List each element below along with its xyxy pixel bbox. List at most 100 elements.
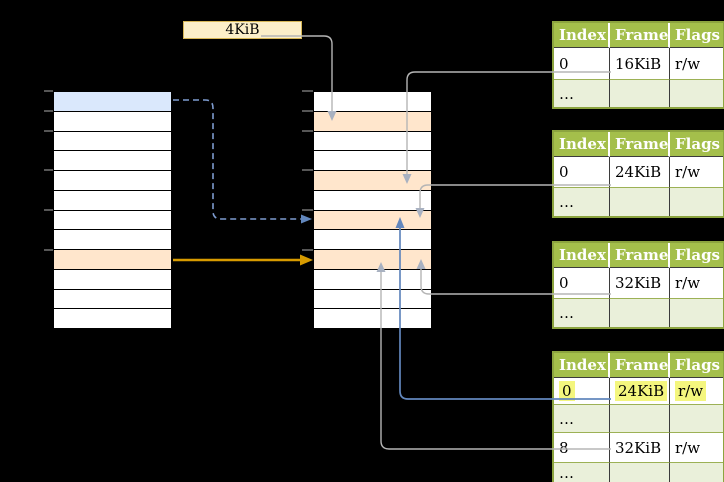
page-table-cell-index: …: [554, 404, 610, 432]
virtual-memory-column: [53, 91, 172, 329]
page-table-row: 8 32KiB r/w: [554, 432, 723, 462]
physical-memory-row: [314, 210, 431, 231]
physical-memory-row: [314, 250, 431, 270]
cell-text: …: [559, 84, 574, 103]
virtual-memory-row: [54, 269, 171, 290]
page-table-row: …: [554, 404, 723, 432]
page-table-cell-flags: r/w: [670, 48, 723, 79]
cell-text: 0: [559, 274, 569, 292]
physical-memory-row: [314, 230, 431, 250]
physical-memory-ticks: [302, 90, 313, 251]
page-table-cell-flags: r/w: [670, 157, 723, 187]
page-table-cell-index: …: [554, 462, 610, 482]
physical-memory-row: [314, 92, 431, 112]
virtual-memory-row: [54, 190, 171, 211]
physical-memory-row: [314, 131, 431, 152]
arrowhead-right-icon: [301, 214, 312, 224]
highlight-mark: 0: [559, 381, 575, 401]
page-table-cell-index: …: [554, 298, 610, 327]
cell-text: 24KiB: [615, 163, 662, 181]
virtual-memory-row: [54, 250, 171, 270]
physical-memory-row: [314, 190, 431, 211]
page-table-cell-flags: r/w: [670, 268, 723, 298]
physical-memory-column: [313, 91, 432, 329]
page-table-row: …: [554, 187, 723, 216]
page-table-cell-frame: 32KiB: [610, 432, 670, 462]
page-table-cell-index: 0: [554, 268, 610, 298]
physical-memory-row: [314, 289, 431, 310]
page-table-header-cell: Index: [554, 23, 610, 48]
page-table-header-cell: Frame: [610, 23, 670, 48]
page-table-cell-index: 0: [554, 48, 610, 79]
page-table-cell-index: 0: [554, 378, 610, 404]
page-table-cell-flags: [670, 404, 723, 432]
page-table-header-cell: Index: [554, 353, 610, 378]
virtual-memory-row: [54, 309, 171, 328]
page-table-cell-index: 8: [554, 432, 610, 462]
physical-memory-row: [314, 269, 431, 290]
virtual-memory-row: [54, 230, 171, 250]
page-table-cell-flags: [670, 187, 723, 216]
cell-text: r/w: [675, 438, 701, 457]
page-table-cell-flags: [670, 462, 723, 482]
page-size-label-text: 4KiB: [225, 22, 260, 38]
page-table-header-cell: Frame: [610, 132, 670, 157]
page-table-cell-flags: r/w: [670, 378, 723, 404]
page-table-row: …: [554, 79, 723, 107]
page-table-cell-frame: 32KiB: [610, 268, 670, 298]
page-table-cell-frame: [610, 298, 670, 327]
arrow-virtual-blue-page-mapping: [173, 99, 301, 220]
page-table-cell-flags: [670, 79, 723, 107]
virtual-memory-ticks: [44, 90, 53, 251]
page-table-row: …: [554, 298, 723, 327]
page-table-cell-frame: [610, 187, 670, 216]
virtual-memory-row: [54, 111, 171, 132]
physical-memory-row: [314, 111, 431, 132]
page-table-header-cell: Flags: [670, 353, 723, 378]
cell-text: 0: [559, 163, 569, 181]
page-table-row: 0 24KiB r/w: [554, 157, 723, 187]
cell-text: 0: [559, 54, 569, 73]
virtual-memory-row: [54, 131, 171, 152]
cell-text: 32KiB: [615, 438, 662, 457]
virtual-memory-row: [54, 151, 171, 171]
page-table-row: 0 16KiB r/w: [554, 48, 723, 79]
physical-memory-row: [314, 171, 431, 191]
cell-text: …: [559, 463, 574, 482]
highlight-mark: r/w: [675, 381, 707, 401]
cell-text: r/w: [675, 163, 701, 181]
cell-text: r/w: [675, 54, 701, 73]
page-table-header-cell: Flags: [670, 132, 723, 157]
cell-text: 8: [559, 438, 569, 457]
page-table-row: 0 24KiB r/w: [554, 378, 723, 404]
page-table-header-cell: Index: [554, 243, 610, 268]
page-table-row: …: [554, 462, 723, 482]
cell-text: …: [559, 304, 574, 322]
physical-memory-row: [314, 151, 431, 171]
cell-text: 16KiB: [615, 54, 662, 73]
page-table-header-cell: Flags: [670, 243, 723, 268]
page-table-cell-frame: [610, 462, 670, 482]
virtual-memory-row: [54, 289, 171, 310]
cell-text: r/w: [675, 274, 701, 292]
physical-memory-row: [314, 309, 431, 328]
arrowhead-right-icon: [300, 254, 313, 266]
page-table-cell-flags: r/w: [670, 432, 723, 462]
page-table-cell-index: …: [554, 79, 610, 107]
cell-text: …: [559, 193, 574, 211]
page-table-cell-frame: 24KiB: [610, 157, 670, 187]
page-table-cell-frame: [610, 79, 670, 107]
page-table-header-cell: Frame: [610, 353, 670, 378]
page-table-cell-frame: 24KiB: [610, 378, 670, 404]
virtual-memory-row: [54, 171, 171, 191]
page-table-cell-index: …: [554, 187, 610, 216]
highlight-mark: 24KiB: [615, 381, 668, 401]
page-table-header-cell: Frame: [610, 243, 670, 268]
page-table-cell-flags: [670, 298, 723, 327]
page-size-label: 4KiB: [183, 21, 302, 39]
page-table-header-cell: Index: [554, 132, 610, 157]
